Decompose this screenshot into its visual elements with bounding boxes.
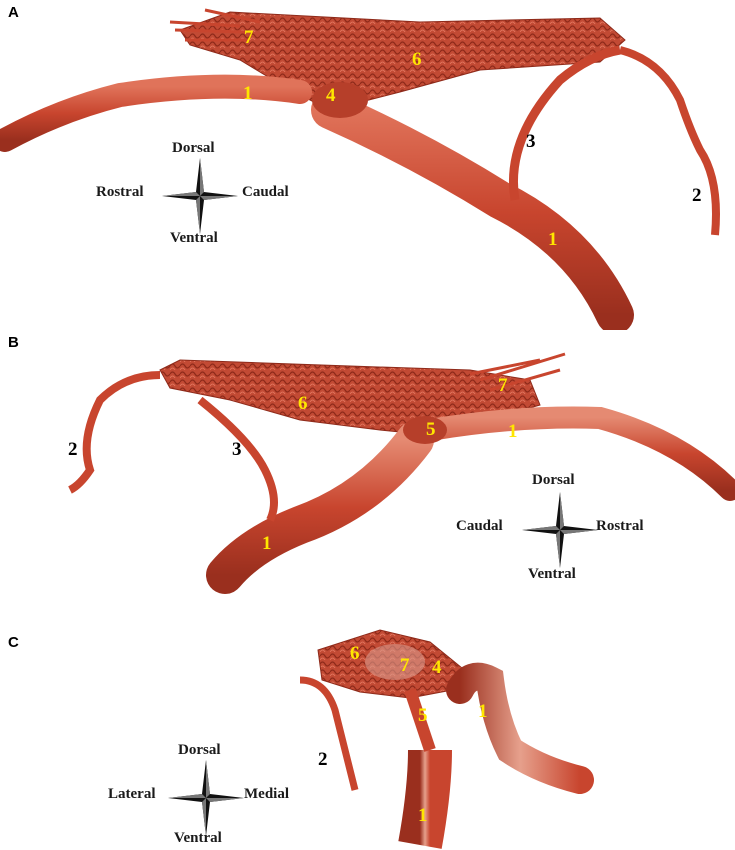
label-1: 1: [548, 229, 558, 250]
label-1: 1: [508, 421, 518, 442]
label-7: 7: [400, 655, 410, 676]
label-6: 6: [412, 49, 422, 70]
compass-up-label: Dorsal: [532, 472, 575, 488]
compass-up-label: Dorsal: [178, 742, 221, 758]
orientation-compass: Dorsal Rostral Caudal Ventral: [90, 138, 310, 248]
panel-letter-b: B: [8, 334, 19, 351]
compass-right-label: Rostral: [596, 518, 644, 534]
compass-left-label: Lateral: [108, 786, 156, 802]
label-1: 1: [478, 701, 488, 722]
label-4: 4: [432, 657, 442, 678]
compass-star-icon: [168, 760, 244, 836]
compass-up-label: Dorsal: [172, 140, 215, 156]
label-3: 3: [526, 131, 536, 152]
label-6: 6: [298, 393, 308, 414]
panel-letter-c: C: [8, 634, 19, 651]
compass-right-label: Medial: [244, 786, 289, 802]
label-5: 5: [426, 419, 436, 440]
label-1: 1: [262, 533, 272, 554]
panel-c: C 6 7 4 5 1 2 1 Dorsal: [0, 620, 735, 850]
compass-star-icon: [522, 492, 598, 568]
label-2: 2: [68, 439, 78, 460]
label-6: 6: [350, 643, 360, 664]
label-7: 7: [244, 27, 254, 48]
orientation-compass: Dorsal Caudal Rostral Ventral: [456, 470, 676, 582]
label-5: 5: [418, 705, 428, 726]
label-1: 1: [243, 83, 253, 104]
panel-letter-a: A: [8, 4, 19, 21]
label-7: 7: [498, 375, 508, 396]
label-4: 4: [326, 85, 336, 106]
compass-star-icon: [162, 158, 238, 234]
label-2: 2: [692, 185, 702, 206]
orientation-compass: Dorsal Lateral Medial Ventral: [108, 740, 318, 850]
panel-a: A 7 6 1 4 3 2 1: [0, 0, 735, 330]
compass-down-label: Ventral: [170, 230, 218, 246]
label-2: 2: [318, 749, 328, 770]
compass-left-label: Caudal: [456, 518, 503, 534]
label-3: 3: [232, 439, 242, 460]
compass-right-label: Caudal: [242, 184, 289, 200]
vascular-cast-specimen-a: [0, 8, 720, 330]
vascular-cast-specimen-c: [299, 629, 594, 849]
vascular-cast-specimen-b: [68, 352, 735, 594]
panel-b: B 7 6 5 1 2 3 1 Dorsal: [0, 330, 735, 620]
compass-down-label: Ventral: [528, 566, 576, 582]
compass-down-label: Ventral: [174, 830, 222, 846]
label-1: 1: [418, 805, 428, 826]
compass-left-label: Rostral: [96, 184, 144, 200]
